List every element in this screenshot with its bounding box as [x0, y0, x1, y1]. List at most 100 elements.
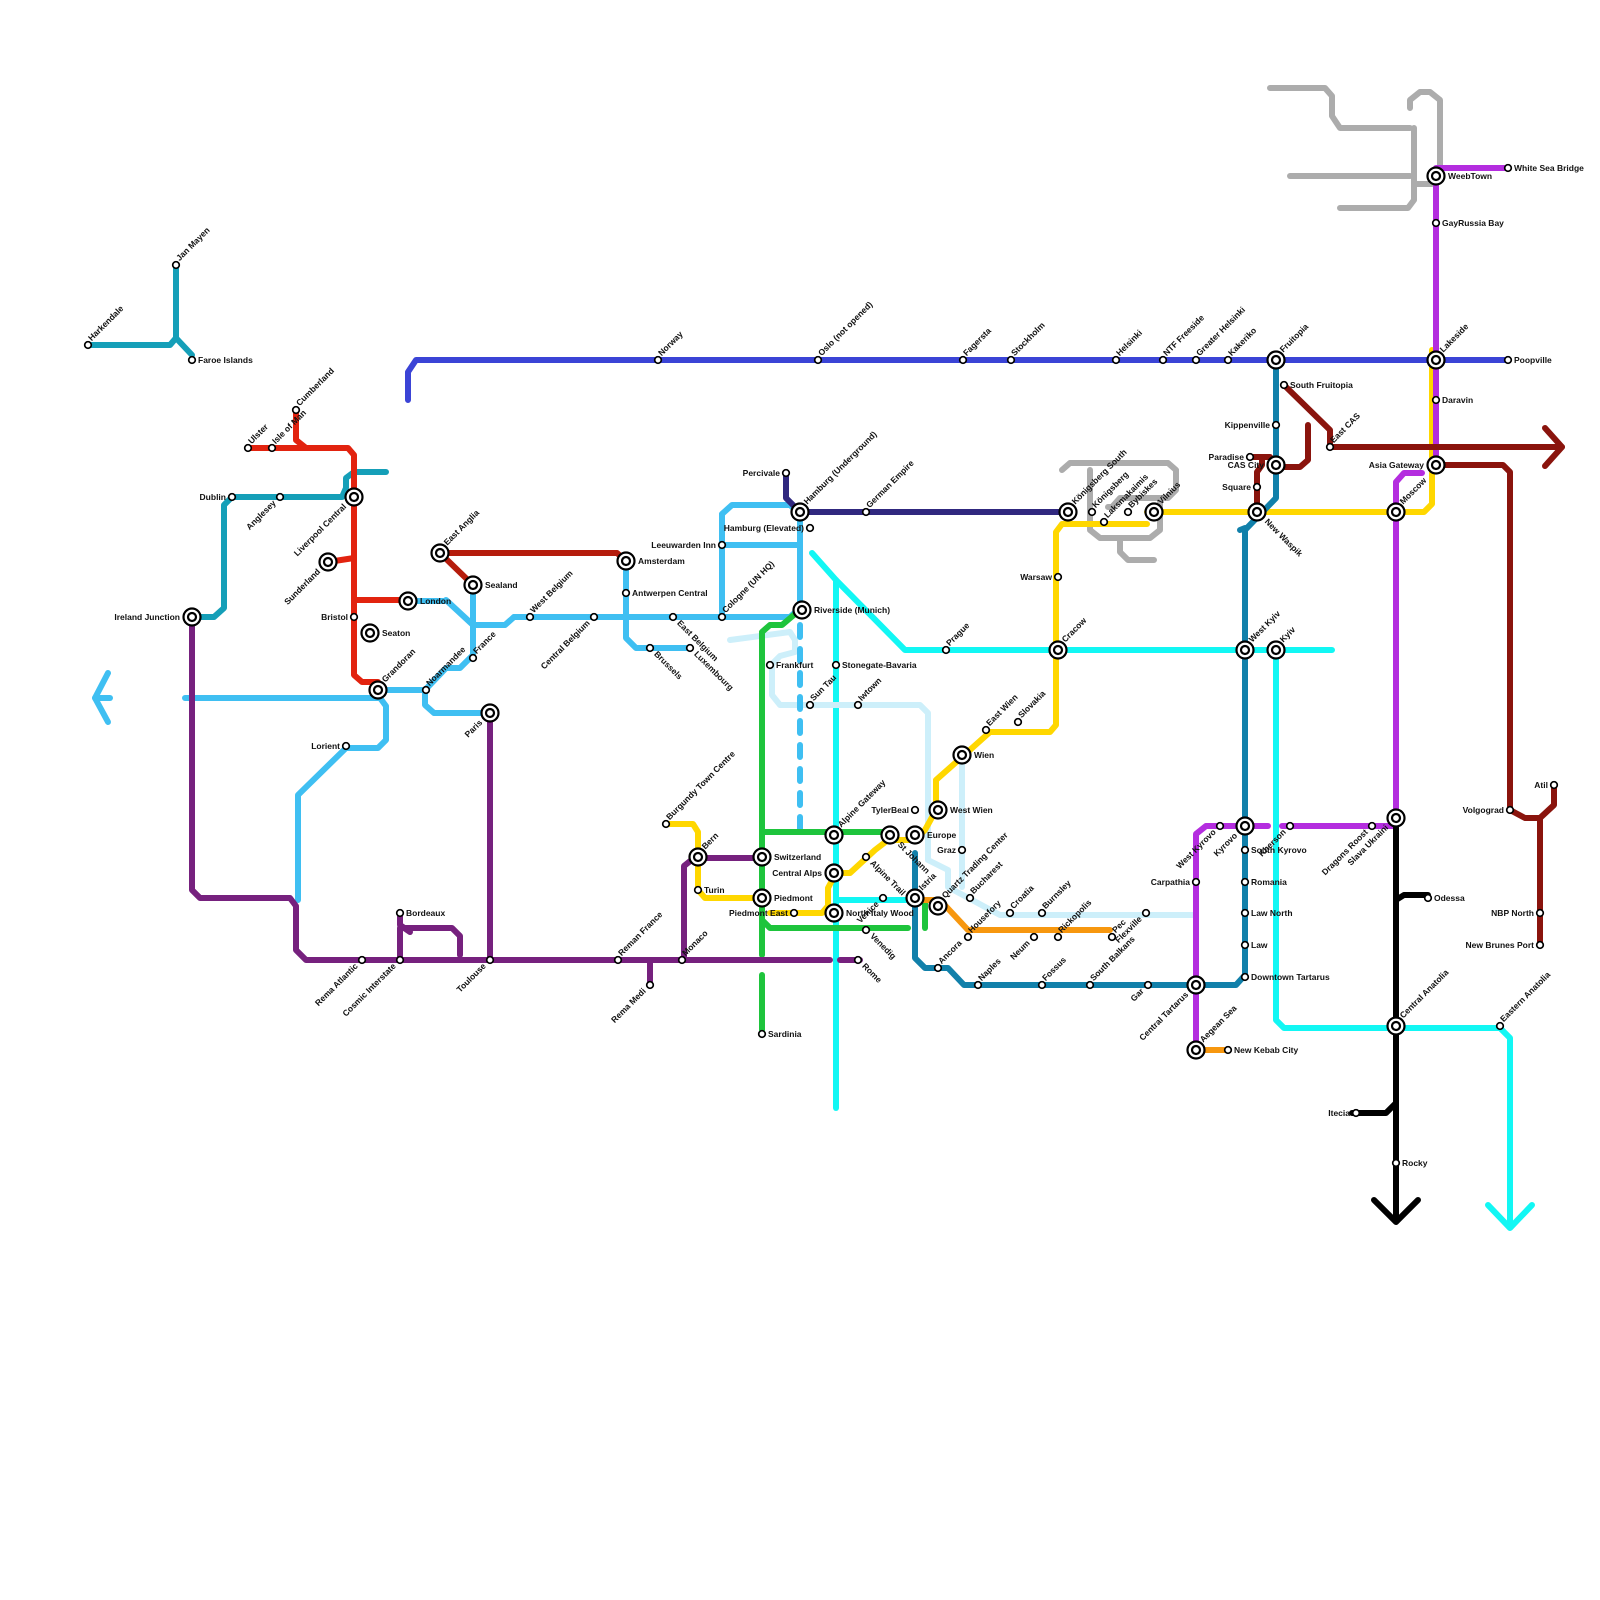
station-ancora[interactable] — [933, 963, 943, 973]
station-kippenville[interactable] — [1271, 420, 1281, 430]
station-france[interactable] — [468, 653, 478, 663]
station-brussels[interactable] — [645, 643, 655, 653]
station-flexville[interactable] — [1141, 908, 1151, 918]
station-german-empire[interactable] — [861, 507, 871, 517]
line-navy[interactable] — [783, 470, 1071, 515]
station-kyiv[interactable] — [1266, 640, 1286, 660]
station-white-sea-bridge[interactable] — [1503, 163, 1513, 173]
station-stonegate-bavaria[interactable] — [831, 660, 841, 670]
station-norway[interactable] — [653, 355, 663, 365]
station-rocky[interactable] — [1391, 1158, 1401, 1168]
station-wien[interactable] — [952, 745, 972, 765]
station-hamburg-elevated[interactable] — [805, 523, 815, 533]
station-oslo-not-opened[interactable] — [813, 355, 823, 365]
station-croatia[interactable] — [1005, 908, 1015, 918]
station-k-nigsberg[interactable] — [1087, 507, 1097, 517]
station-dragons-roost[interactable] — [1367, 821, 1377, 831]
station-cosmic-interstate[interactable] — [395, 955, 405, 965]
station-laksmakaimis[interactable] — [1099, 517, 1109, 527]
station-south-fruitopia[interactable] — [1279, 380, 1289, 390]
station-south-balkans[interactable] — [1085, 980, 1095, 990]
station-cumberland[interactable] — [291, 405, 301, 415]
station-sun-tau[interactable] — [805, 700, 815, 710]
station-greater-helsinki[interactable] — [1191, 355, 1201, 365]
station-central-alps[interactable] — [824, 863, 844, 883]
station-pec[interactable] — [1107, 932, 1117, 942]
station-jan-mayen[interactable] — [171, 260, 181, 270]
station-south-kyrovo[interactable] — [1240, 845, 1250, 855]
station-k-nigsberg-south[interactable] — [1058, 502, 1078, 522]
station-east-belgium[interactable] — [668, 612, 678, 622]
station-asia-gateway[interactable] — [1426, 455, 1446, 475]
station-rema-medi[interactable] — [645, 980, 655, 990]
station-sunderland[interactable] — [318, 552, 338, 572]
station-tylerbeal[interactable] — [910, 805, 920, 815]
station-warsaw[interactable] — [1053, 572, 1063, 582]
station-odessa[interactable] — [1423, 893, 1433, 903]
station-law[interactable] — [1240, 940, 1250, 950]
station-kakeriko[interactable] — [1223, 355, 1233, 365]
station-sardinia[interactable] — [757, 1029, 767, 1039]
line-purple[interactable] — [189, 614, 863, 988]
station-hamburg-underground[interactable] — [790, 502, 810, 522]
station-bybiskes[interactable] — [1123, 507, 1133, 517]
station-rome[interactable] — [853, 955, 863, 965]
station-poopville[interactable] — [1503, 355, 1513, 365]
station-housefory[interactable] — [963, 932, 973, 942]
station-stockholm[interactable] — [1006, 355, 1016, 365]
station-seaton[interactable] — [360, 623, 380, 643]
station-rema-atlantic[interactable] — [357, 955, 367, 965]
station-fagersta[interactable] — [958, 355, 968, 365]
station-cracow[interactable] — [1048, 640, 1068, 660]
station-riverside-munich[interactable] — [792, 600, 812, 620]
station-alpine-trail[interactable] — [861, 852, 871, 862]
station-istria[interactable] — [905, 888, 925, 908]
station-switzerland[interactable] — [752, 847, 772, 867]
station-prague[interactable] — [941, 645, 951, 655]
station-daravin[interactable] — [1431, 395, 1441, 405]
station-west-wien[interactable] — [928, 800, 948, 820]
station-west-kyrovo[interactable] — [1215, 821, 1225, 831]
station-west-belgium[interactable] — [525, 612, 535, 622]
station-noarmandee[interactable] — [421, 685, 431, 695]
station-liverpool-central[interactable] — [344, 487, 364, 507]
station-kherson[interactable] — [1285, 821, 1295, 831]
station-reman-france[interactable] — [613, 955, 623, 965]
station-gar[interactable] — [1143, 980, 1153, 990]
station-luxembourg[interactable] — [685, 643, 695, 653]
station-burnsley[interactable] — [1037, 908, 1047, 918]
station-east-cas[interactable] — [1325, 442, 1335, 452]
station-kyrovo[interactable] — [1235, 816, 1255, 836]
station-itecia[interactable] — [1351, 1108, 1361, 1118]
station-bern[interactable] — [688, 847, 708, 867]
station-east-anglia[interactable] — [430, 543, 450, 563]
station-fossus[interactable] — [1037, 980, 1047, 990]
station-percivale[interactable] — [781, 468, 791, 478]
station-neum[interactable] — [1029, 932, 1039, 942]
station-gayrussia-bay[interactable] — [1431, 218, 1441, 228]
station-ulster[interactable] — [243, 443, 253, 453]
station-europe[interactable] — [905, 825, 925, 845]
station-leeuwarden-inn[interactable] — [717, 540, 727, 550]
station-amsterdam[interactable] — [616, 551, 636, 571]
station-vilnius[interactable] — [1144, 502, 1164, 522]
station-naples[interactable] — [973, 980, 983, 990]
station-central-anatolia[interactable] — [1386, 1016, 1406, 1036]
station-downtown-tartarus[interactable] — [1240, 972, 1250, 982]
station-ntf-freeside[interactable] — [1158, 355, 1168, 365]
station-grandoran[interactable] — [368, 680, 388, 700]
station-toulouse[interactable] — [485, 955, 495, 965]
station-venice[interactable] — [878, 893, 888, 903]
station-graz[interactable] — [957, 845, 967, 855]
station-bristol[interactable] — [349, 612, 359, 622]
station-antwerpen-central[interactable] — [621, 588, 631, 598]
station-piedmont-east[interactable] — [789, 908, 799, 918]
station-rickopolis[interactable] — [1053, 932, 1063, 942]
station-new-kebab-city[interactable] — [1223, 1045, 1233, 1055]
station-helsinki[interactable] — [1111, 355, 1121, 365]
station-romania[interactable] — [1240, 877, 1250, 887]
station-fruitopia[interactable] — [1266, 350, 1286, 370]
station-nbp-north[interactable] — [1535, 908, 1545, 918]
station-quartz-trading-center[interactable] — [928, 896, 948, 916]
station-piedmont[interactable] — [752, 888, 772, 908]
